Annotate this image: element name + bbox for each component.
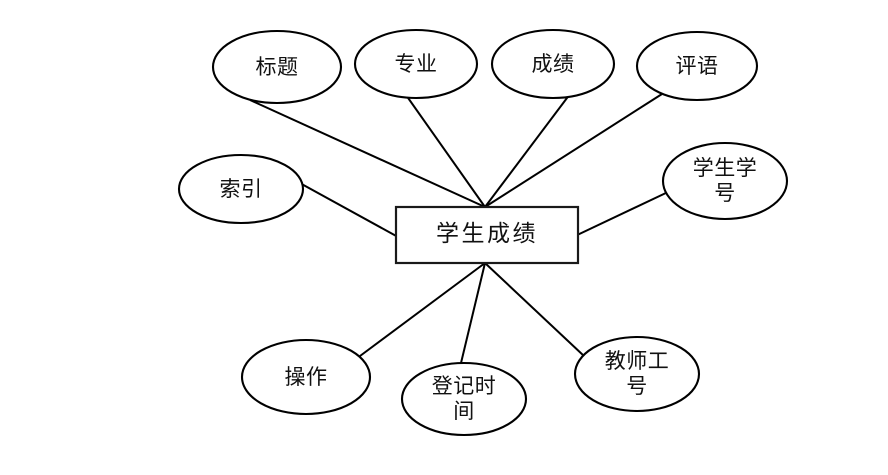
attribute-ellipses-group	[177, 28, 789, 437]
attribute-ellipse-dengjishijian[interactable]	[400, 361, 528, 437]
connector-line-caozuo	[359, 262, 486, 357]
entity-rectangle[interactable]	[394, 205, 580, 265]
connector-lines-group	[249, 93, 669, 364]
attribute-ellipse-biaoti[interactable]	[211, 29, 343, 105]
connector-line-chengji	[484, 93, 571, 208]
connector-line-xueshengxuehao	[572, 191, 669, 238]
attribute-ellipse-suoyin[interactable]	[177, 153, 305, 225]
attribute-ellipse-pingyu[interactable]	[635, 30, 759, 102]
attribute-ellipse-chengji[interactable]	[490, 28, 616, 100]
connector-line-jiaoshigonghao	[484, 262, 585, 357]
connector-line-pingyu	[484, 93, 663, 208]
attribute-ellipse-xueshengxuehao[interactable]	[661, 141, 789, 221]
connector-line-zhuanye	[405, 94, 486, 208]
connector-line-biaoti	[249, 99, 486, 208]
attribute-ellipse-jiaoshigonghao[interactable]	[573, 335, 701, 413]
entity-rectangle-group	[394, 205, 580, 265]
connector-line-suoyin	[297, 181, 399, 238]
attribute-ellipse-caozuo[interactable]	[240, 338, 372, 416]
connector-line-dengjishijian	[460, 262, 486, 364]
attribute-ellipse-zhuanye[interactable]	[353, 28, 479, 100]
